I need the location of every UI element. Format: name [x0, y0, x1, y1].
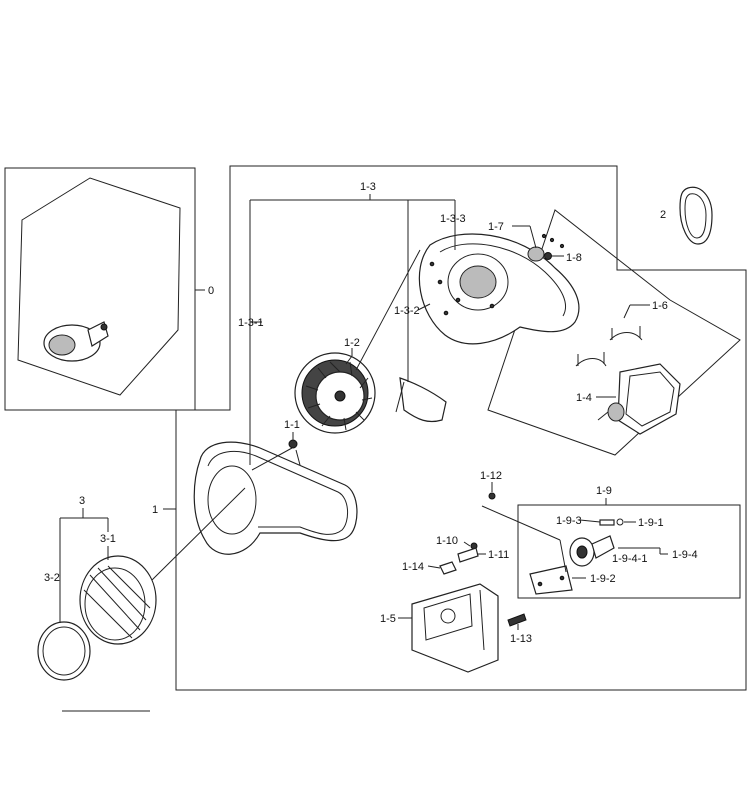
label-1-1: 1-1	[284, 419, 300, 431]
label-1-4: 1-4	[576, 392, 592, 404]
label-1-9: 1-9	[596, 485, 612, 497]
label-1-11: 1-11	[488, 549, 509, 561]
label-1-13: 1-13	[510, 633, 532, 645]
motor-subframe	[487, 209, 741, 456]
label-1-3-2: 1-3-2	[394, 305, 420, 317]
blower-fan-part-1-2	[294, 352, 376, 434]
label-3-1: 3-1	[100, 533, 116, 545]
leader-lines	[59, 194, 668, 630]
label-0: 0	[208, 285, 214, 297]
idler-shaft-part-1-9-3	[599, 519, 615, 526]
fan-housing-part-1-3	[418, 233, 580, 345]
label-1-14: 1-14	[402, 561, 424, 573]
idler-subframe	[517, 504, 741, 599]
pulley-bearing-part-1-7	[527, 246, 545, 262]
bracket-part-1-5	[411, 583, 499, 673]
duct-housing-part-1	[193, 441, 358, 555]
drive-belt-part-2	[679, 186, 713, 245]
label-1-7: 1-7	[488, 221, 504, 233]
label-3: 3	[79, 495, 85, 507]
label-1-9-2: 1-9-2	[590, 573, 616, 585]
label-1-9-4: 1-9-4	[672, 549, 698, 561]
bracket-part-1-14	[439, 561, 457, 575]
idler-arm-part-1-9-2	[529, 565, 573, 595]
idler-pulley-part-1-9-4	[569, 535, 615, 567]
label-3-2: 3-2	[44, 572, 60, 584]
nut-part-1-8	[541, 233, 565, 260]
label-1-2: 1-2	[344, 337, 360, 349]
label-1: 1	[152, 504, 158, 516]
screw-part-1-1	[288, 439, 298, 449]
inset-frame-assembly-0	[4, 167, 196, 411]
motor-part-1-4	[597, 363, 681, 435]
label-1-12: 1-12	[480, 470, 502, 482]
screw-part-1-12	[488, 492, 496, 500]
label-1-9-4-1: 1-9-4-1	[612, 553, 647, 565]
label-1-5: 1-5	[380, 613, 396, 625]
gasket-part-3-2	[37, 621, 91, 681]
label-1-10: 1-10	[436, 535, 458, 547]
grille-part-3-1	[79, 555, 157, 645]
label-2: 2	[660, 209, 666, 221]
spring-part-1-13	[507, 613, 527, 627]
assembly-0-illustration	[17, 177, 181, 396]
label-1-3-1: 1-3-1	[238, 317, 264, 329]
main-assembly-frame	[175, 165, 747, 691]
label-1-3-3: 1-3-3	[440, 213, 466, 225]
label-1-6: 1-6	[652, 300, 668, 312]
idler-clip-part-1-9-1	[616, 518, 624, 526]
label-1-3: 1-3	[360, 181, 376, 193]
housing-flap-part-1-3-2	[395, 377, 447, 423]
switch-part-1-11	[457, 547, 479, 563]
motor-clips-part-1-6	[575, 326, 643, 367]
label-1-8: 1-8	[566, 252, 582, 264]
callout-labels: 0 1-3 1-3-3 1-7 1-8 2 1-3-1 1-3-2 1-6 1-…	[44, 181, 698, 645]
label-1-9-1: 1-9-1	[638, 517, 664, 529]
label-1-9-3: 1-9-3	[556, 515, 582, 527]
